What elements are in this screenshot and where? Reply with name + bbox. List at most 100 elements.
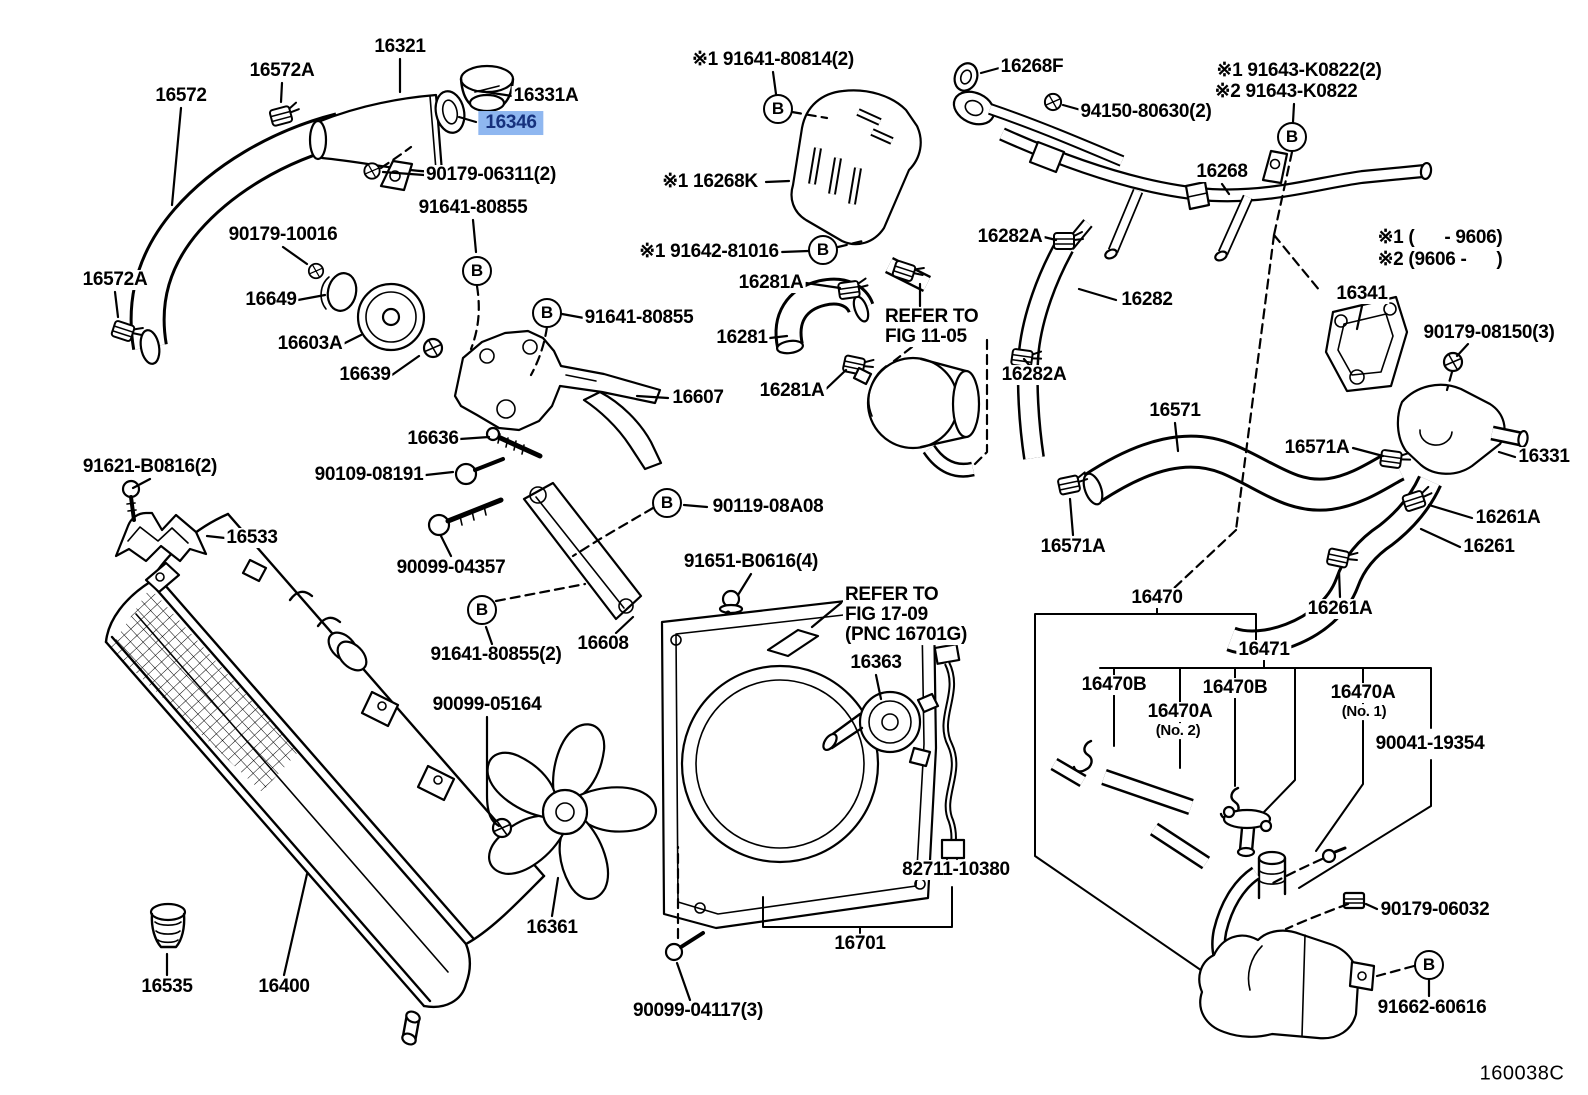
part-label: 16572	[153, 85, 209, 107]
part-label: ※1 91643-K0822(2)	[1214, 60, 1384, 82]
part-label: 16701	[832, 933, 888, 955]
part-label: 90099-04357	[394, 557, 508, 579]
part-label: 16321	[372, 36, 428, 58]
radiator-16400-drawing	[104, 512, 546, 1046]
outlet-hose-16261-drawing	[1226, 475, 1442, 656]
part-label: 16607	[670, 387, 726, 409]
part-label: 91662-60616	[1375, 997, 1489, 1019]
fan-motor-16363-drawing	[822, 643, 966, 867]
part-label: REFER TO FIG 11-05	[883, 306, 981, 347]
part-label: 90041-19354	[1373, 733, 1487, 755]
hose-16282-drawing	[1009, 231, 1084, 460]
part-label: 16261	[1461, 536, 1517, 558]
callout-B: B	[532, 298, 562, 328]
part-label: 16571A	[1038, 536, 1108, 558]
part-label: (No. 1)	[1339, 703, 1389, 721]
part-label: 16400	[256, 976, 312, 998]
reservoir-hoses-drawing	[1050, 739, 1240, 870]
part-label: 16281	[714, 327, 770, 349]
part-label: 16282	[1119, 289, 1175, 311]
water-inlet-16331-drawing	[1324, 295, 1529, 475]
part-label: 16281A	[736, 272, 806, 294]
figure-code: 160038C	[1479, 1062, 1565, 1085]
part-label: 16268F	[998, 56, 1066, 78]
part-label: 90109-08191	[312, 464, 426, 486]
part-label: 91641-80855(2)	[428, 644, 564, 666]
part-label: 16261A	[1473, 507, 1543, 529]
callout-B: B	[763, 94, 793, 124]
bracket-16533-drawing	[114, 479, 208, 563]
part-label: 16571A	[1282, 437, 1352, 459]
part-label: 16282A	[975, 226, 1045, 248]
part-label: ※1 16268K	[660, 171, 760, 193]
selected-part-label: 16346	[478, 111, 544, 135]
part-label: 16282A	[999, 364, 1069, 386]
part-label: 16470	[1129, 587, 1185, 609]
part-label: (No. 2)	[1153, 722, 1203, 740]
part-label: 16571	[1147, 400, 1203, 422]
reservoir-cap-16471-drawing	[1222, 805, 1273, 858]
reservoir-tank-16470-drawing	[1198, 846, 1376, 1040]
callout-B: B	[1277, 122, 1307, 152]
heat-shield-16268K-drawing	[790, 89, 922, 246]
part-label: 82711-10380	[900, 859, 1012, 881]
part-label: 16281A	[757, 380, 827, 402]
part-label: 90099-05164	[430, 694, 544, 716]
part-label: 16361	[524, 917, 580, 939]
oil-cooler-drawing	[852, 356, 981, 478]
part-label: 16636	[405, 428, 461, 450]
part-label: 16572A	[247, 60, 317, 82]
callout-B: B	[652, 488, 682, 518]
part-label: ※2 91643-K0822	[1212, 81, 1360, 103]
part-label: 16471	[1236, 639, 1292, 661]
drain-plug-16535-drawing	[149, 902, 187, 949]
part-label: 90179-06311(2)	[424, 164, 558, 186]
bypass-hose-16281-drawing	[774, 256, 932, 378]
part-label: 90099-04117(3)	[631, 1000, 765, 1022]
part-label: 16608	[575, 633, 631, 655]
production-note: ※2 (9606 - )	[1375, 249, 1505, 271]
part-label: 16470A	[1145, 701, 1215, 723]
fan-shroud-16701-drawing	[660, 596, 938, 962]
part-label: 16470B	[1079, 674, 1149, 696]
fan-16361-drawing	[486, 723, 658, 901]
callout-B: B	[462, 256, 492, 286]
inlet-hose-16571-drawing	[1056, 434, 1413, 512]
part-label: 91641-80855	[416, 197, 530, 219]
part-label: 91621-B0816(2)	[80, 456, 220, 478]
part-label: 16572A	[80, 269, 150, 291]
part-label: 16535	[139, 976, 195, 998]
part-label: 94150-80630(2)	[1078, 101, 1214, 123]
part-label: 16639	[337, 364, 393, 386]
part-label: 16363	[848, 652, 904, 674]
callout-B: B	[1414, 950, 1444, 980]
part-label: 16470A	[1328, 682, 1398, 704]
part-label: 16470B	[1200, 677, 1270, 699]
leader-lines	[113, 57, 1517, 1002]
part-label: 16261A	[1305, 598, 1375, 620]
part-label: ※1 91641-80814(2)	[690, 49, 856, 71]
part-label: 90119-08A08	[710, 496, 826, 518]
part-label: REFER TO FIG 17-09 (PNC 16701G)	[843, 584, 970, 645]
pulley-16603A-drawing	[307, 262, 444, 359]
production-note: ※1 ( - 9606)	[1375, 227, 1505, 249]
callout-B: B	[467, 595, 497, 625]
callout-B: B	[808, 235, 838, 265]
dashed-construction-lines	[379, 110, 1454, 978]
bypass-pipe-16268-drawing	[952, 62, 1433, 262]
part-label: 16603A	[275, 333, 345, 355]
part-label: 16649	[243, 289, 299, 311]
water-outlet-16321-drawing	[308, 64, 515, 192]
part-label: 16268	[1194, 161, 1250, 183]
part-label: 91651-B0616(4)	[681, 551, 821, 573]
part-label: 16533	[224, 527, 280, 549]
part-label: 16341	[1334, 283, 1390, 305]
part-label: 16331	[1516, 446, 1572, 468]
part-label: 16331A	[511, 85, 581, 107]
part-label: 90179-08150(3)	[1421, 322, 1557, 344]
part-label: 90179-06032	[1378, 899, 1492, 921]
part-label: 90179-10016	[226, 224, 340, 246]
